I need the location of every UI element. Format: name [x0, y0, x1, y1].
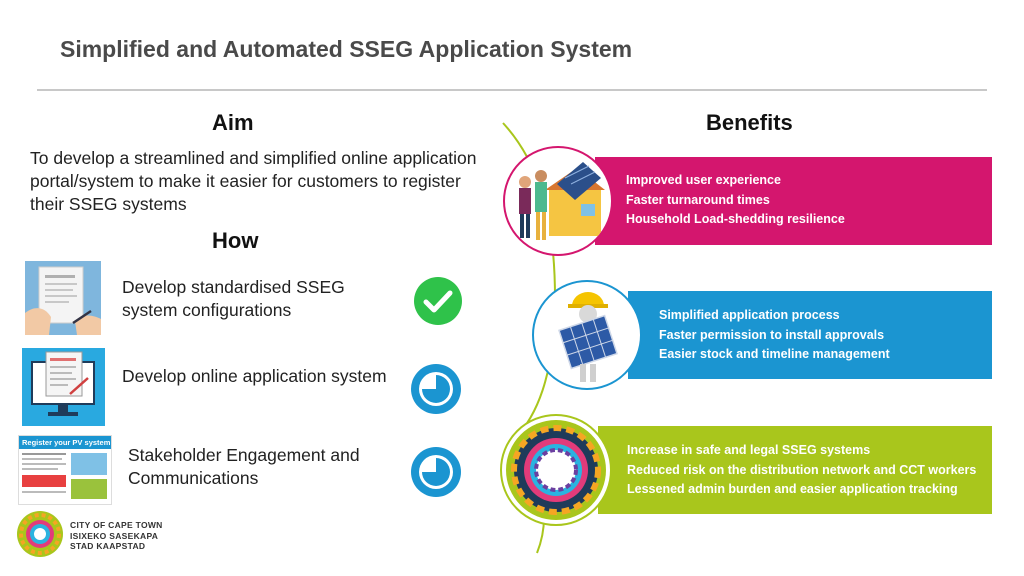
check-circle-icon: [414, 277, 462, 325]
city-logo-icon: [17, 511, 63, 557]
page-title: Simplified and Automated SSEG Applicatio…: [60, 36, 633, 62]
benefit-band-green: Increase in safe and legal SSEG systems …: [598, 426, 992, 514]
clock-circle-icon: [411, 447, 461, 497]
title-divider: [37, 89, 987, 91]
benefit-item: Simplified application process: [659, 308, 840, 322]
benefits-heading: Benefits: [706, 110, 793, 135]
aim-heading: Aim: [212, 110, 254, 135]
logo-line: STAD KAAPSTAD: [70, 541, 146, 551]
benefit-band-magenta: Improved user experience Faster turnarou…: [595, 157, 992, 245]
city-logo-text: CITY OF CAPE TOWN ISIXEKO SASEKAPA STAD …: [70, 520, 163, 552]
logo-line: CITY OF CAPE TOWN: [70, 520, 163, 530]
poster-title: Register your PV system: [19, 436, 111, 449]
how-heading: How: [212, 228, 259, 253]
benefit-item: Lessened admin burden and easier applica…: [627, 482, 958, 496]
document-sign-thumbnail: [25, 261, 101, 335]
benefit-item: Reduced risk on the distribution network…: [627, 462, 977, 477]
benefit-item: Improved user experience: [626, 173, 781, 187]
how-step-label: Develop online application system: [122, 366, 387, 386]
house-family-illustration: [503, 146, 613, 256]
online-form-thumbnail: [22, 348, 105, 426]
clock-circle-icon: [411, 364, 461, 414]
aim-text: To develop a streamlined and simplified …: [30, 148, 477, 214]
benefit-item: Household Load-shedding resilience: [626, 212, 845, 226]
how-step-label: Stakeholder Engagement and Communication…: [128, 445, 360, 488]
benefit-item: Increase in safe and legal SSEG systems: [627, 443, 871, 457]
benefit-band-blue: Simplified application process Faster pe…: [628, 291, 992, 379]
benefit-item: Easier stock and timeline management: [659, 347, 890, 361]
how-step-label: Develop standardised SSEG system configu…: [122, 277, 345, 320]
poster-thumbnail: Register your PV system: [18, 435, 112, 505]
benefit-item: Faster permission to install approvals: [659, 327, 885, 342]
benefit-item: Faster turnaround times: [626, 192, 770, 207]
logo-line: ISIXEKO SASEKAPA: [70, 530, 159, 541]
city-emblem-illustration: [500, 414, 612, 526]
worker-solar-panel-illustration: [532, 280, 642, 390]
